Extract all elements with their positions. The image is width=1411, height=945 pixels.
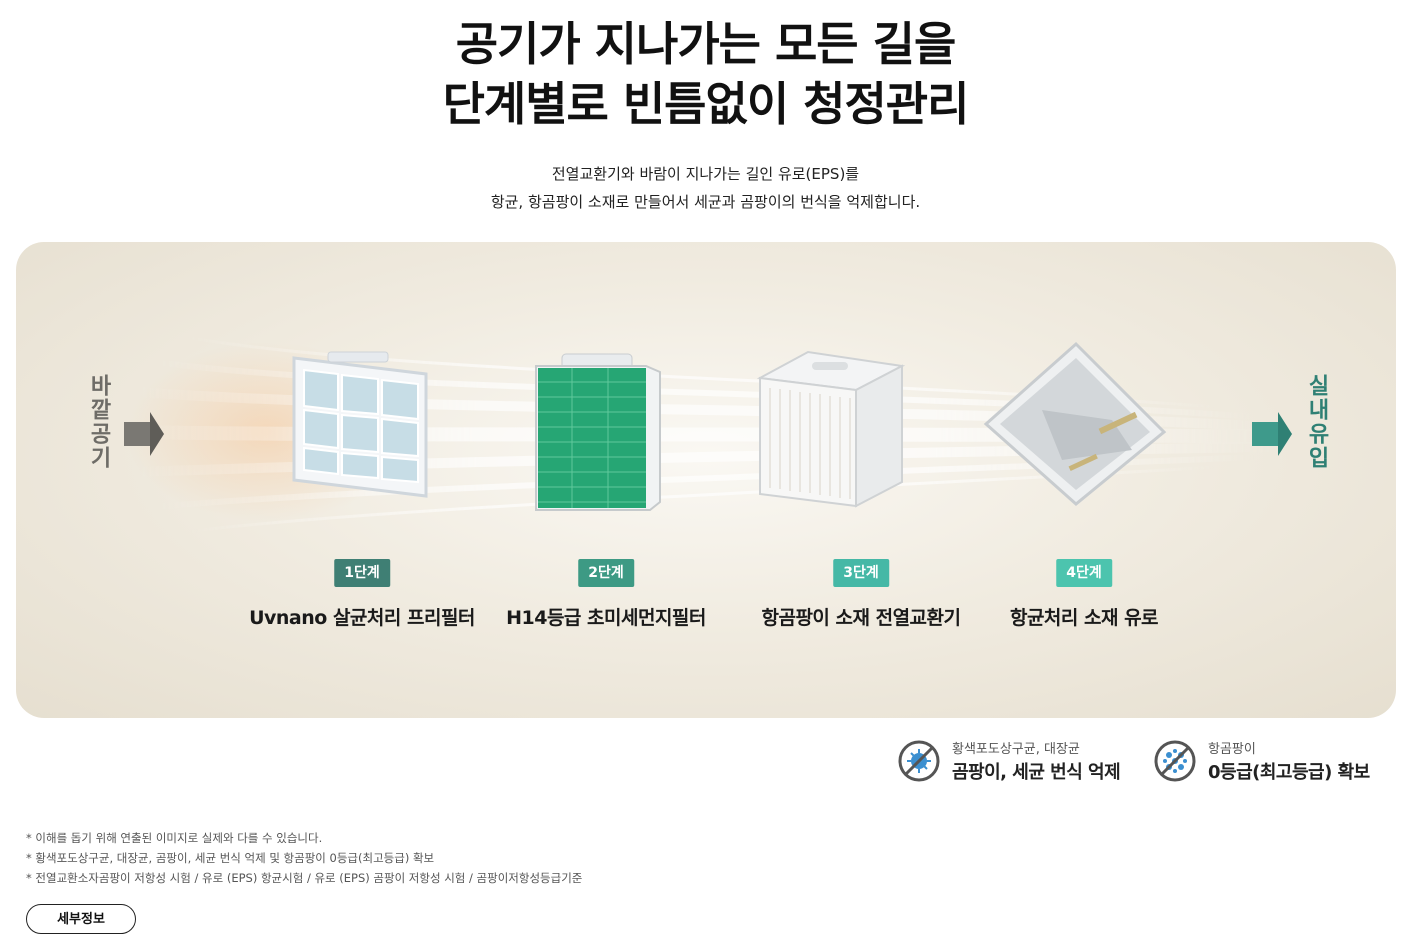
outside-arrow-icon [124, 412, 164, 456]
headline: 공기가 지나가는 모든 길을 단계별로 빈틈없이 청정관리 [0, 14, 1411, 134]
cert-antibacterial-sub: 황색포도상구균, 대장균 [952, 742, 1080, 757]
antibacterial-icon [898, 740, 940, 782]
step-1-title: Uvnano 살균처리 프리필터 [249, 607, 475, 629]
hepa-filter-image [535, 353, 661, 511]
cert-antibacterial: 황색포도상구균, 대장균 곰팡이, 세균 번식 억제 [898, 738, 1138, 788]
disclaimer-notes: * 이해를 돕기 위해 연출된 이미지로 실제와 다를 수 있습니다. * 황색… [26, 828, 582, 888]
step-2-badge: 2단계 [578, 559, 634, 587]
indoor-inflow-label: 실내유입 [1304, 374, 1329, 470]
subtext-line-2: 항균, 항곰팡이 소재로 만들어서 세균과 곰팡이의 번식을 억제합니다. [490, 193, 921, 211]
cert-antifungal: 항곰팡이 0등급(최고등급) 확보 [1154, 738, 1394, 788]
cert-antifungal-sub: 항곰팡이 [1208, 742, 1256, 757]
step-4-badge: 4단계 [1056, 559, 1112, 587]
headline-line-2: 단계별로 빈틈없이 청정관리 [442, 77, 970, 131]
subtext: 전열교환기와 바람이 지나가는 길인 유로(EPS)를 항균, 항곰팡이 소재로… [0, 160, 1411, 216]
note-3: * 전열교환소자곰팡이 저항성 시험 / 유로 (EPS) 항균시험 / 유로 … [26, 871, 583, 885]
detail-info-button[interactable]: 세부정보 [26, 904, 136, 934]
note-1: * 이해를 돕기 위해 연출된 이미지로 실제와 다를 수 있습니다. [26, 831, 323, 845]
cert-antifungal-main: 0등급(최고등급) 확보 [1208, 762, 1370, 783]
heat-exchanger-image [756, 350, 906, 508]
antifungal-icon [1154, 740, 1196, 782]
cert-antibacterial-main: 곰팡이, 세균 번식 억제 [952, 762, 1121, 783]
headline-line-1: 공기가 지나가는 모든 길을 [455, 17, 957, 71]
note-2: * 황색포도상구균, 대장균, 곰팡이, 세균 번식 억제 및 항곰팡이 0등급… [26, 851, 435, 865]
prefilter-image [292, 351, 428, 498]
step-3-title: 항곰팡이 소재 전열교환기 [761, 607, 961, 629]
air-duct-image [983, 341, 1167, 506]
filter-flow-panel: 바깥공기 실내유입 [16, 242, 1396, 718]
step-1-badge: 1단계 [334, 559, 390, 587]
step-4-title: 항균처리 소재 유로 [1009, 607, 1159, 629]
step-3-badge: 3단계 [833, 559, 889, 587]
outside-air-label: 바깥공기 [86, 374, 111, 470]
inside-arrow-icon [1252, 412, 1292, 456]
subtext-line-1: 전열교환기와 바람이 지나가는 길인 유로(EPS)를 [551, 165, 860, 183]
step-2-title: H14등급 초미세먼지필터 [506, 607, 706, 629]
airflow-streaks [124, 335, 1292, 534]
